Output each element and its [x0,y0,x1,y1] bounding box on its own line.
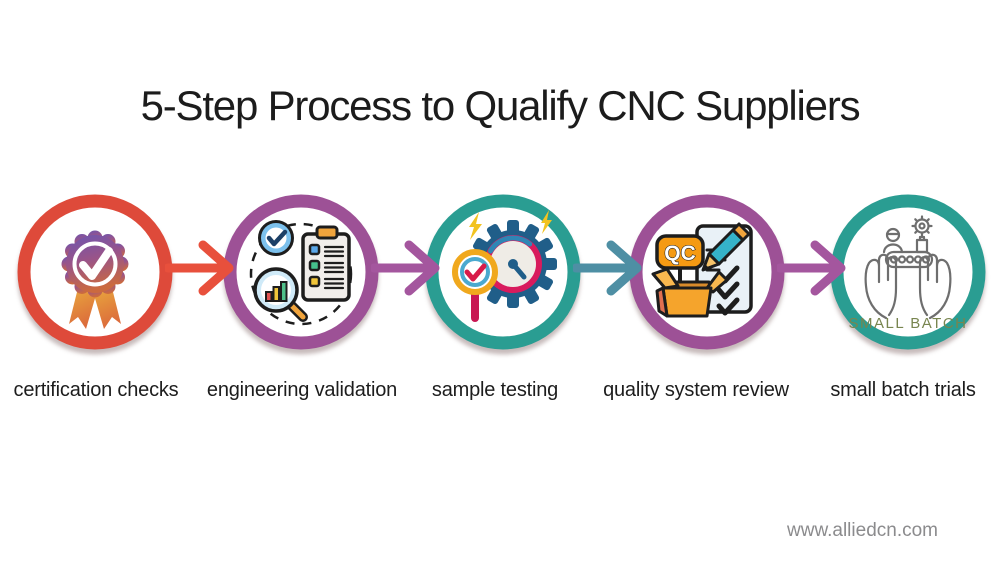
step-label-small-batch-trials: small batch trials [830,379,976,401]
validation-checklist-icon [249,220,353,326]
qc-review-icon: QC [651,222,753,318]
step-2-engineering-validation [223,194,379,350]
small-batch-hands-icon: SMALL BATCH [848,215,967,332]
page-title: 5-Step Process to Qualify CNC Suppliers [140,82,861,129]
certification-badge-icon [61,230,129,329]
flow-arrow-2 [371,240,440,296]
flow-arrow-1 [165,240,234,296]
step-1-certification-checks [17,194,173,350]
step-label-sample-testing: sample testing [431,379,559,401]
flow-arrow-4 [777,240,846,296]
website-url: www.alliedcn.com [787,520,938,541]
qc-badge-text: QC [664,242,696,265]
step-label-engineering-validation: engineering validation [206,379,398,401]
step-3-sample-testing [425,194,581,350]
testing-gauge-gear-icon [452,210,557,322]
step-label-quality-system-review: quality system review [603,379,789,401]
small-batch-label: SMALL BATCH [848,315,967,332]
flow-arrow-3 [573,240,642,296]
step-label-certification-checks: certification checks [13,379,179,401]
